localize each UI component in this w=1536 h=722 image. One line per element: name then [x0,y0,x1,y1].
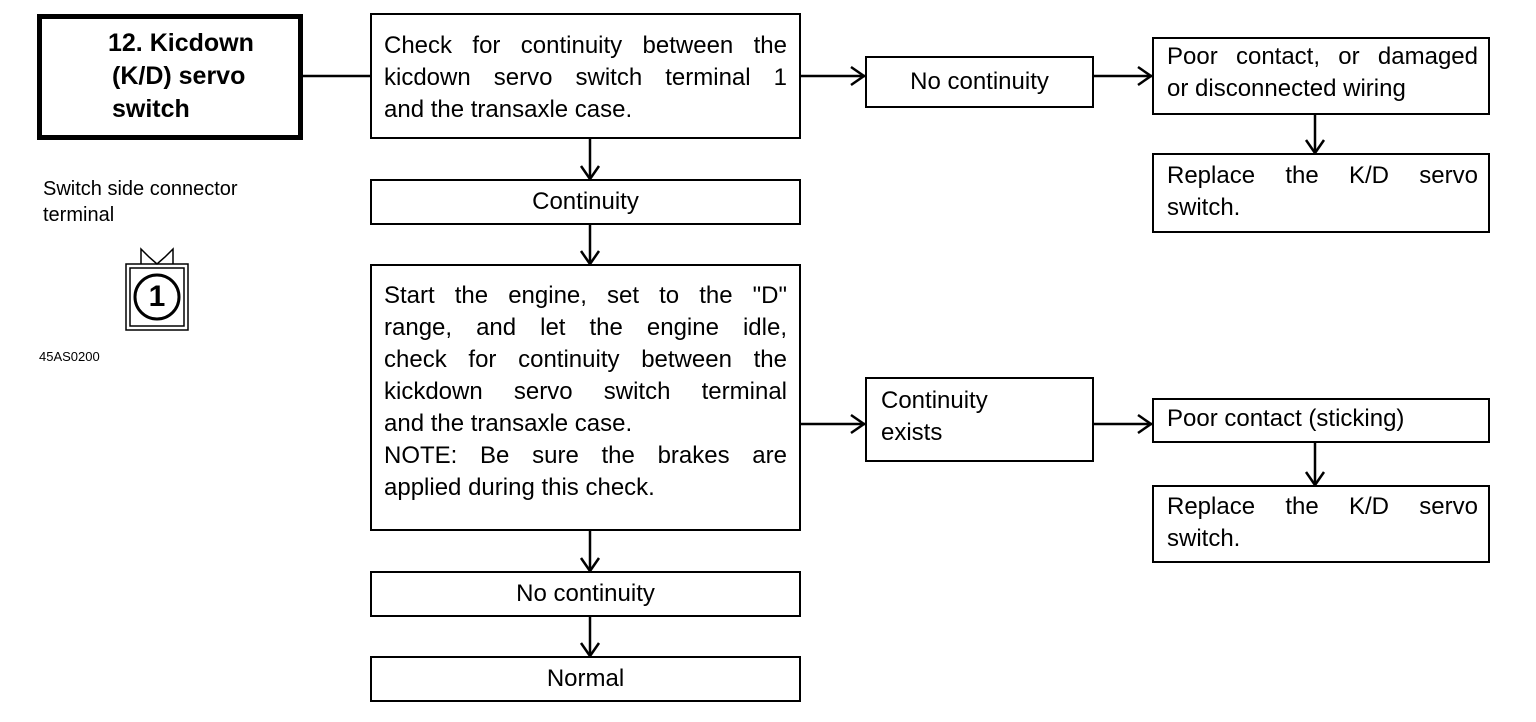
check2-line-3: check for continuity between the [384,346,787,373]
no-continuity-result-box: No continuity [370,571,801,617]
cause1-line-1: Poor contact, or damaged [1167,43,1478,70]
check2-line-1: Start the engine, set to the "D" [384,282,787,309]
arrowhead [850,65,867,87]
title-line-2: (K/D) servo [112,62,246,90]
continuity-box: Continuity [370,179,801,225]
check-continuity-box: Check for continuity between the kicdown… [370,13,801,139]
engine-check-box: Start the engine, set to the "D" range, … [370,264,801,531]
replace-switch-box-1: Replace the K/D servo switch. [1152,153,1490,233]
continuity-exists-box: Continuity exists [865,377,1094,462]
figure-code: 45AS0200 [39,349,100,364]
replace1-line-1: Replace the K/D servo [1167,162,1478,189]
check2-line-5: and the transaxle case. [384,410,633,437]
terminal-number: 1 [148,280,166,313]
check1-line-3: and the transaxle case. [384,96,633,123]
connector-icon: 1 [123,244,193,334]
cause1-line-2: or disconnected wiring [1167,75,1406,102]
no-continuity-text: No continuity [910,68,1049,95]
continuity-exists-line-1: Continuity [881,387,988,414]
check2-note-line-2: applied during this check. [384,474,655,501]
cause2-text: Poor contact (sticking) [1167,405,1405,432]
connector-label-line-2: terminal [43,204,115,226]
check1-line-2: kicdown servo switch terminal 1 [384,64,787,91]
check2-line-4: kickdown servo switch terminal [384,378,787,405]
check2-line-2: range, and let the engine idle, [384,314,787,341]
connector-outline-icon [125,247,189,331]
continuity-text: Continuity [532,188,639,215]
replace1-line-2: switch. [1167,194,1241,221]
arrowhead [1137,413,1154,435]
replace-switch-box-2: Replace the K/D servo switch. [1152,485,1490,563]
check2-note-line-1: NOTE: Be sure the brakes are [384,442,787,469]
replace2-line-2: switch. [1167,525,1241,552]
arrowhead [1137,65,1154,87]
continuity-exists-line-2: exists [881,419,943,446]
no-continuity-box: No continuity [865,56,1094,108]
connector-label-line-1: Switch side connector [43,178,238,200]
no-continuity-result-text: No continuity [516,580,655,607]
poor-contact-sticking-box: Poor contact (sticking) [1152,398,1490,443]
title-box: 12. Kicdown (K/D) servo switch [37,14,303,140]
normal-box: Normal [370,656,801,702]
normal-text: Normal [546,665,625,692]
replace2-line-1: Replace the K/D servo [1167,493,1478,520]
check1-line-1: Check for continuity between the [384,32,787,59]
connector-label: Switch side connector terminal [43,176,238,228]
arrowhead [850,413,867,435]
title-line-3: switch [112,95,190,123]
title-line-1: 12. Kicdown [108,29,254,57]
poor-contact-wiring-box: Poor contact, or damaged or disconnected… [1152,37,1490,115]
